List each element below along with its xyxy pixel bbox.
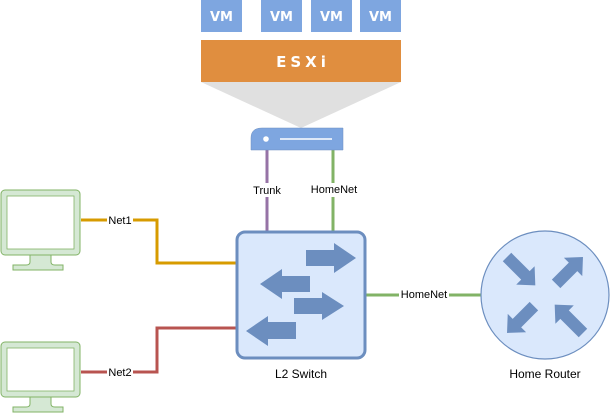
- net2-label-bg: [107, 365, 133, 379]
- esxi-label: ESXi: [276, 53, 330, 71]
- vm-label: VM: [369, 10, 392, 25]
- vm-box[interactable]: VM: [201, 0, 242, 32]
- l2-switch-icon[interactable]: [235, 230, 367, 360]
- net1-link[interactable]: [81, 218, 236, 265]
- trunk-label: Trunk: [253, 185, 281, 197]
- arrow-left-icon: [246, 316, 296, 346]
- virtualization-funnel: [201, 82, 401, 128]
- net1-label-bg: [107, 213, 133, 227]
- esxi-hypervisor[interactable]: ESXi: [201, 40, 401, 82]
- vm-box[interactable]: VM: [360, 0, 401, 32]
- vm-label: VM: [270, 10, 293, 25]
- homenet-router-label: HomeNet: [401, 289, 447, 301]
- vm-box[interactable]: VM: [261, 0, 302, 32]
- homenet-server-label-bg: [310, 183, 358, 197]
- arrow-right-icon: [294, 292, 344, 320]
- vm-box[interactable]: VM: [311, 0, 352, 32]
- arrow-right-icon: [306, 243, 356, 273]
- vm-label: VM: [320, 10, 343, 25]
- client-monitor-icon[interactable]: [0, 189, 81, 271]
- net1-label: Net1: [108, 215, 131, 227]
- router-icon[interactable]: [480, 230, 610, 360]
- net2-link[interactable]: [81, 326, 236, 374]
- net2-label: Net2: [108, 367, 131, 379]
- homenet-server-label: HomeNet: [311, 184, 357, 196]
- arrow-left-icon: [260, 269, 310, 299]
- router-label: Home Router: [509, 367, 580, 381]
- server-icon[interactable]: [250, 127, 344, 151]
- homenet-router-label-bg: [399, 288, 449, 302]
- vm-label: VM: [210, 10, 233, 25]
- switch-label: L2 Switch: [275, 367, 327, 381]
- trunk-label-bg: [250, 183, 284, 197]
- client-monitor-icon[interactable]: [0, 341, 81, 413]
